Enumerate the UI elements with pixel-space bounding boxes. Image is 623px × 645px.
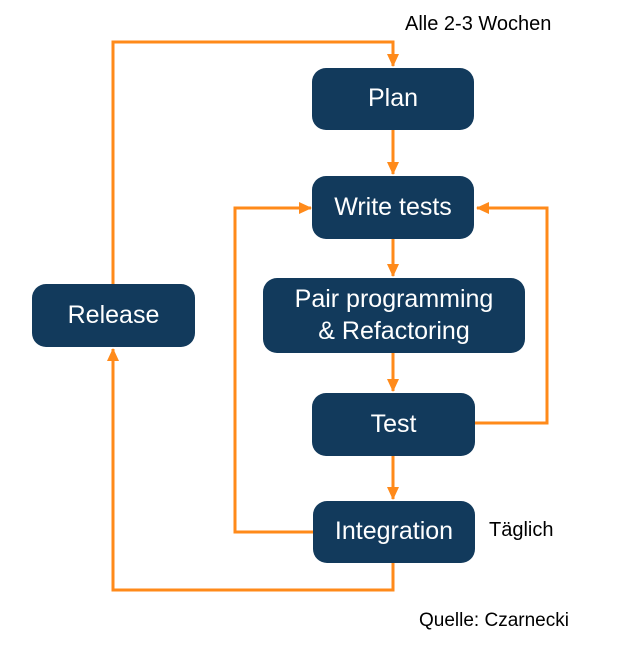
node-test-label: Test: [370, 409, 417, 438]
node-release-label: Release: [67, 300, 160, 329]
node-integration: Integration: [313, 501, 475, 563]
daily-label: Täglich: [489, 519, 554, 541]
node-plan: Plan: [312, 68, 474, 130]
node-pair-programming-label: Pair programming & Refactoring: [294, 285, 494, 345]
node-plan-label: Plan: [367, 84, 419, 113]
node-release: Release: [32, 284, 195, 347]
node-write-tests: Write tests: [312, 176, 474, 239]
node-test: Test: [312, 393, 475, 456]
connector-integration-to-release: [107, 348, 395, 592]
node-integration-label: Integration: [334, 517, 454, 546]
node-pair-programming: Pair programming & Refactoring: [263, 278, 525, 353]
connector-release-to-plan: [111, 40, 399, 284]
connector-test-to-write-tests: [475, 202, 549, 425]
node-write-tests-label: Write tests: [334, 192, 452, 221]
connector-integration-to-write-tests: [233, 202, 313, 534]
source-credit-label: Quelle: Czarnecki: [419, 610, 569, 631]
cycle-duration-label: Alle 2-3 Wochen: [405, 13, 552, 35]
